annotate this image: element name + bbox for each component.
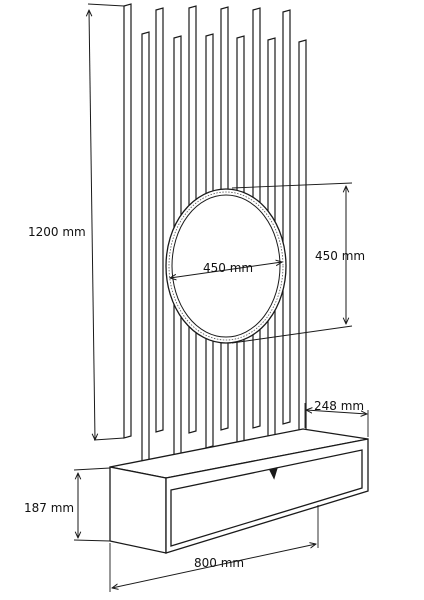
wall-cabinet	[109, 428, 369, 554]
label-width: 800 mm	[194, 556, 244, 570]
slat-back-row	[123, 3, 291, 439]
dimension-cabinet-height: 187 mm	[24, 467, 111, 542]
dimension-width: 800 mm	[109, 505, 319, 592]
dimension-height-total: 1200 mm	[28, 3, 125, 440]
drawer-front	[170, 449, 363, 547]
label-mirror-height: 450 mm	[315, 249, 365, 263]
label-mirror-width: 450 mm	[203, 261, 253, 275]
label-cabinet-height: 187 mm	[24, 501, 74, 515]
dimension-mirror-height: 450 mm	[231, 182, 365, 344]
dimension-mirror-width: 450 mm	[170, 261, 282, 278]
drawer-handle	[269, 467, 278, 480]
dimension-depth: 248 mm	[304, 399, 369, 437]
label-height-total: 1200 mm	[28, 225, 86, 239]
label-depth: 248 mm	[314, 399, 364, 413]
